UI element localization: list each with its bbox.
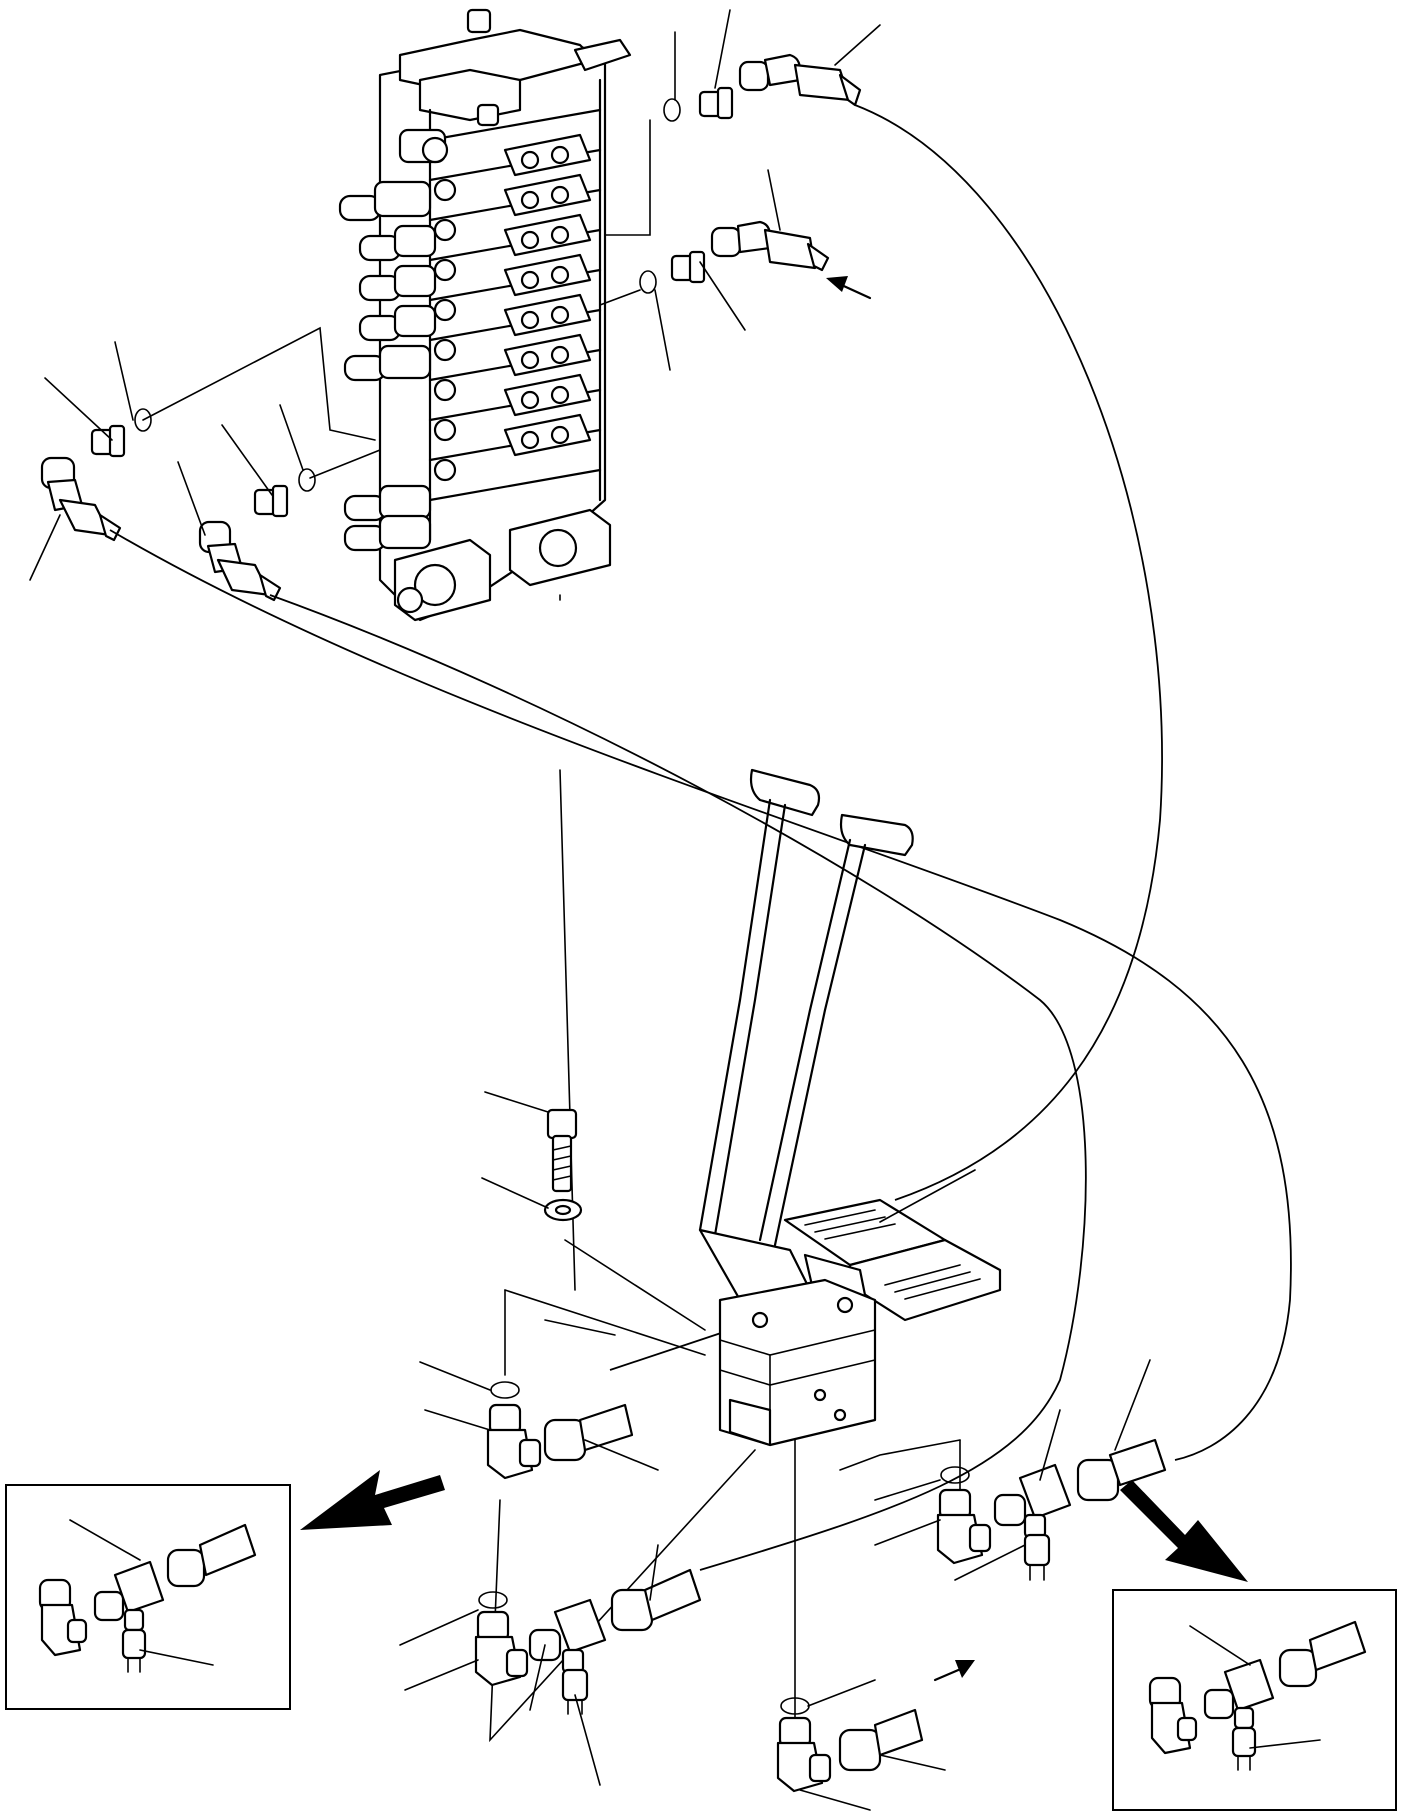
travel-pedal-lever-valve (698, 768, 1002, 1447)
hose-end (838, 1708, 924, 1772)
flow-arrow-head (826, 276, 848, 292)
upper-left-fittings (40, 408, 316, 602)
hose-end (610, 1568, 702, 1632)
callout-leaders (29, 9, 1321, 1811)
elbow-fitting (738, 53, 802, 92)
pressure-switch (1231, 1726, 1257, 1771)
pressure-switch (561, 1668, 589, 1715)
hose-end (763, 228, 830, 272)
elbow-fitting (710, 220, 772, 258)
left-valve-port-fittings (486, 1381, 634, 1480)
hydraulic-hoses (109, 104, 1292, 1571)
elbow-fitting (1148, 1676, 1198, 1755)
hose-end (166, 1523, 257, 1588)
tee-fitting (1018, 1463, 1072, 1539)
adapter (670, 250, 706, 284)
hose-end (1278, 1620, 1367, 1688)
adapter (698, 86, 734, 120)
elbow-fitting (474, 1610, 529, 1687)
elbow-fitting (38, 1578, 88, 1657)
o-ring (663, 98, 681, 122)
bottom-center-fittings (776, 1660, 975, 1793)
hose-end (793, 63, 862, 107)
o-ring (478, 1591, 508, 1609)
o-ring (298, 468, 316, 492)
elbow-fitting (936, 1488, 992, 1565)
o-ring (134, 408, 152, 432)
tee-fitting (553, 1598, 607, 1674)
control-valve-block (338, 8, 632, 622)
o-ring (490, 1381, 520, 1399)
arrow-to-left-inset (300, 1470, 445, 1530)
adapter (1203, 1688, 1235, 1720)
arrow-to-right-inset (1120, 1480, 1248, 1582)
adapter (253, 484, 289, 518)
bottom-left-fittings (474, 1568, 702, 1715)
o-ring (940, 1466, 970, 1484)
flow-arrow-head (955, 1660, 975, 1678)
tee-fitting (1223, 1658, 1275, 1730)
elbow-fitting (776, 1716, 832, 1793)
left-detail-inset (5, 1484, 291, 1710)
right-fittings (936, 1438, 1167, 1581)
washer (543, 1198, 583, 1222)
right-detail-inset (1112, 1589, 1397, 1811)
pressure-switch (121, 1628, 147, 1673)
upper-right-fittings (639, 53, 872, 300)
o-ring (639, 270, 657, 294)
mounting-bolt (546, 1108, 578, 1193)
hose-end (58, 498, 122, 542)
hose-end (1076, 1438, 1167, 1502)
adapter (90, 424, 126, 458)
section-ports (421, 133, 592, 482)
adapter (93, 1590, 125, 1622)
adapter (993, 1493, 1027, 1527)
hose-end (543, 1403, 634, 1462)
elbow-fitting (486, 1403, 542, 1480)
pressure-switch (1023, 1533, 1051, 1581)
spool-caps (338, 128, 447, 552)
